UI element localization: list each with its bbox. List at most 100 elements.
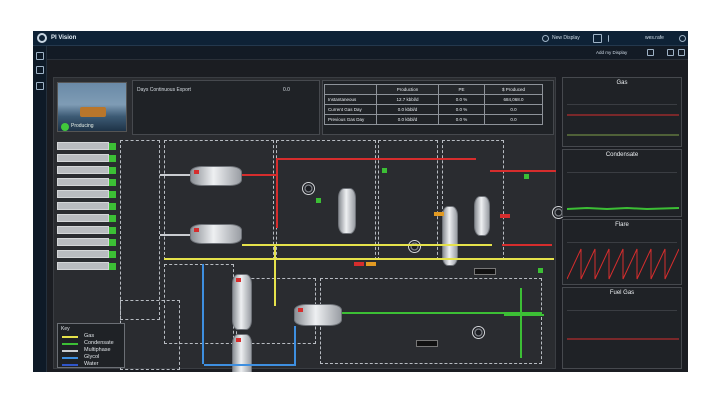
legend-key: Key Gas Condensate Multiphase Glycol Wat… [57,323,125,368]
gas-pipe [502,244,552,246]
valve-open-icon[interactable] [538,268,543,273]
flow-readout[interactable] [416,340,438,347]
top-bar: PI Vision New Display wes.rafe [33,31,688,46]
table-cell[interactable]: 0.0 [484,114,543,125]
trend-title: Condensate [605,152,639,158]
table-cell[interactable]: 684,068.0 [484,94,543,105]
gas-trend[interactable]: Gas [562,77,682,147]
user-name[interactable]: wes.rafe [645,35,664,41]
well-pill[interactable] [57,142,116,150]
well-pill[interactable] [57,226,116,234]
table-cell: Previous Gas Day [324,114,377,125]
table-cell[interactable]: 0.0 kbbl/d [376,114,439,125]
valve-open-icon[interactable] [524,174,529,179]
fuel-gas-trend[interactable]: Fuel Gas [562,287,682,369]
grid-icon[interactable] [647,49,654,56]
asset-tree-icon[interactable] [36,66,44,74]
contactor-vessel[interactable] [442,206,458,266]
scrubber-vessel[interactable] [338,188,356,234]
pi-vision-window: PI Vision New Display wes.rafe Add my Di… [33,31,688,372]
col-header [324,84,377,95]
condensate-trend-line [566,206,680,211]
table-cell[interactable]: 0.0 [484,104,543,115]
key-label: Gas [84,333,95,339]
table-cell[interactable]: 0.0 % [438,94,485,105]
valve-open-icon[interactable] [316,198,321,203]
manifold-area [120,140,160,320]
pump-icon[interactable] [472,326,485,339]
fuel-gas-trend-line [567,338,679,340]
glycol-line-icon [62,357,78,359]
add-display-link[interactable]: Add my Display [596,50,628,55]
glycol-pipe [294,326,296,366]
key-item-glycol: Glycol [62,354,124,361]
trend-plot[interactable] [566,242,680,282]
table-row: Previous Gas Day 0.0 kbbl/d 0.0 % 0.0 [324,114,543,125]
condensate-vessel[interactable] [294,304,342,326]
trend-plot[interactable] [566,172,680,214]
multiphase-line-icon [62,350,78,352]
well-pill[interactable] [57,166,116,174]
key-label: Glycol [84,354,100,360]
add-icon[interactable] [542,35,549,42]
key-item-condensate: Condensate [62,340,124,347]
export-vessel[interactable] [474,196,490,236]
separator-vessel[interactable] [190,166,242,186]
gas-line-icon [62,336,78,338]
glycol-pipe [202,264,204,364]
flow-readout[interactable] [474,268,496,275]
well-pill[interactable] [57,178,116,186]
trend-plot[interactable] [567,310,679,366]
days-export-panel: Days Continuous Export 0.0 [132,80,320,135]
well-pill[interactable] [57,238,116,246]
trend-title: Fuel Gas [609,290,635,296]
valve-open-icon[interactable] [382,168,387,173]
events-icon[interactable] [36,82,44,90]
well-pill[interactable] [57,190,116,198]
toolbar: Add my Display [33,46,688,60]
fullscreen-icon[interactable] [678,49,685,56]
well-pill[interactable] [57,262,116,270]
condensate-trend[interactable]: Condensate [562,149,682,217]
glycol-vessel[interactable] [232,274,252,330]
app-title: PI Vision [51,35,77,41]
well-pill[interactable] [57,250,116,258]
production-table: Production PE $ Produced Instantaneous 1… [324,84,543,125]
glycol-vessel[interactable] [232,334,252,372]
table-cell[interactable]: 12.7 kbbl/d [376,94,439,105]
well-pill[interactable] [57,214,116,222]
trend-plot[interactable] [567,104,679,144]
gas-header-pipe [164,258,554,260]
new-display-button[interactable]: New Display [552,35,580,41]
key-item-gas: Gas [62,333,124,340]
help-icon[interactable] [679,35,686,42]
alarm-indicator[interactable] [500,214,510,218]
condensate-pipe [342,312,542,314]
compressor-icon[interactable] [302,182,315,195]
home-icon[interactable] [36,52,44,60]
flare-trend[interactable]: Flare [562,219,682,285]
key-title: Key [61,326,70,332]
well-pill[interactable] [57,202,116,210]
warning-indicator[interactable] [366,262,376,266]
well-pill[interactable] [57,154,116,162]
table-cell[interactable]: 0.0 % [438,114,485,125]
col-header: Production [376,84,439,95]
key-item-multiphase: Multiphase [62,347,124,354]
compressor-icon[interactable] [408,240,421,253]
pi-logo-icon [37,33,47,43]
display-toggle-icon[interactable] [593,34,602,43]
warning-indicator[interactable] [434,212,444,216]
gas-export-pipe [242,244,492,246]
settings-icon[interactable] [667,49,674,56]
left-rail [33,46,47,372]
gas-pipe [276,158,476,160]
table-cell[interactable]: 0.0 % [438,104,485,115]
gas-trend-line [567,114,679,136]
table-cell[interactable]: 0.0 kbbl/d [376,104,439,115]
separator-vessel[interactable] [190,224,242,244]
glycol-area [164,264,234,344]
glycol-pipe [204,364,294,366]
status-text: Producing [71,123,94,129]
alarm-indicator[interactable] [354,262,364,266]
